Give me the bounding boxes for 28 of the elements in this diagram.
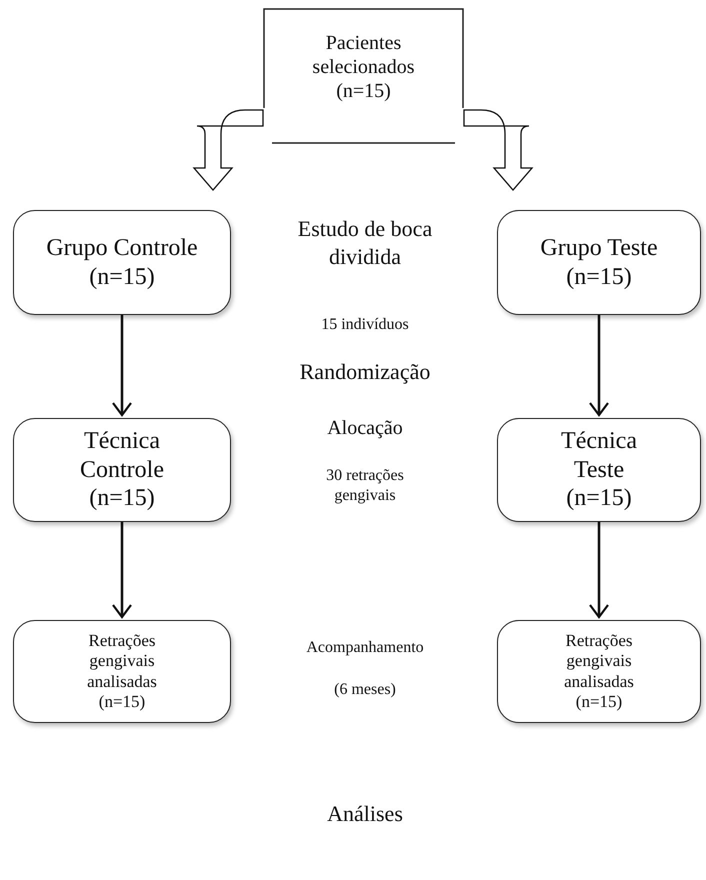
rounded-process-box [497,210,701,315]
hollow-bent-arrow [463,109,533,191]
open-top-box [263,8,464,145]
stage-label: Acompanhamento [305,638,425,658]
stage-label: Estudo de boca dividida [296,215,434,270]
arrow [588,315,610,416]
rounded-process-box [13,620,231,723]
arrow [588,522,610,618]
stage-label: Randomização [298,358,432,386]
rounded-process-box [497,620,701,723]
arrow [112,522,132,618]
hollow-bent-arrow [193,109,264,191]
node-text: Retrações gengivais analisadas (n=15) [563,630,635,712]
node-text: Pacientes selecionados (n=15) [311,30,416,102]
rounded-process-box [497,418,701,522]
node-text: Técnica Controle (n=15) [79,426,165,514]
rounded-process-box [13,418,231,522]
node-text: Retrações gengivais analisadas (n=15) [86,630,158,712]
node-text: Grupo Teste (n=15) [539,234,659,292]
rounded-process-box [13,210,231,315]
node-text: Técnica Teste (n=15) [560,426,638,514]
stage-label: (6 meses) [333,680,397,700]
stage-label: Alocação [326,416,404,441]
node-text: Grupo Controle (n=15) [45,234,199,292]
stage-label: Análises [326,800,404,828]
stage-label: 15 indivíduos [320,315,410,335]
arrow [112,315,132,416]
stage-label: 30 retrações gengivais [325,466,405,506]
